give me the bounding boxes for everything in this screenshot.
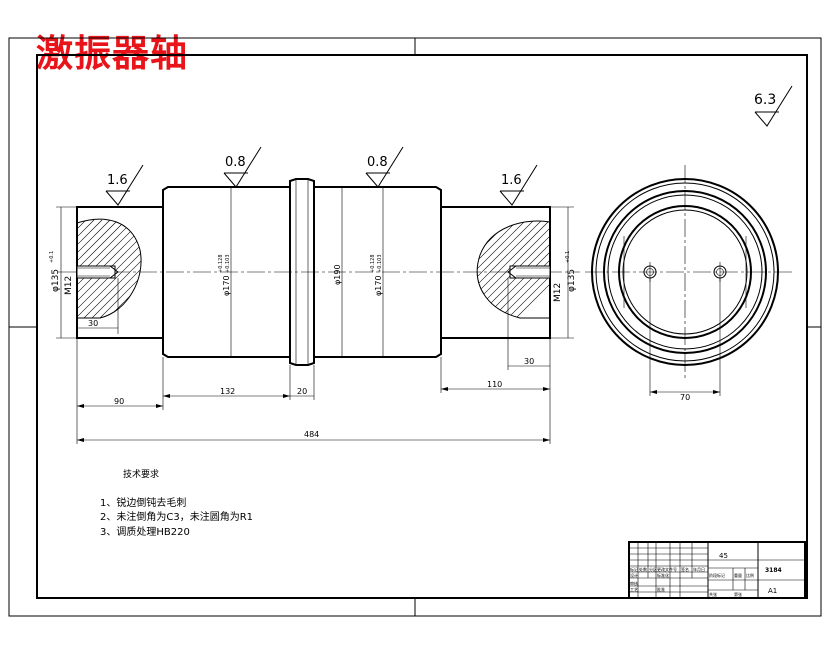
svg-text:0.8: 0.8 (367, 155, 388, 170)
dim-body-left-tol-lower: +0.103 (225, 254, 231, 273)
roughness-right-body: 0.8 (365, 146, 404, 188)
dim-body-right-tol-upper: +0.128 (370, 254, 376, 273)
roughness-overall: 6.3 (754, 85, 793, 127)
svg-text:第张: 第张 (734, 591, 742, 597)
dim-body-right-tol-lower: +0.103 (377, 254, 383, 273)
length-dimensions: 30 30 90 132 20 110 484 (76, 278, 551, 444)
svg-text:1.6: 1.6 (501, 173, 522, 188)
technical-notes: 技术要求 1、锐边倒钝去毛刺 2、未注倒角为C3，未注圆角为R1 3、调质处理H… (100, 468, 253, 538)
dim-total-length: 484 (304, 430, 319, 439)
dim-right-end-length: 110 (487, 380, 502, 389)
roughness-right-end: 1.6 (499, 164, 538, 206)
svg-text:工艺: 工艺 (630, 587, 638, 592)
svg-text:重量: 重量 (734, 572, 742, 578)
notes-heading: 技术要求 (123, 468, 159, 480)
thread-right: M12 (553, 283, 563, 302)
dim-end-left-tol: +0.1 (49, 251, 55, 263)
note-item-1: 1、锐边倒钝去毛刺 (100, 496, 186, 509)
dim-collar-width: 20 (297, 387, 307, 396)
note-item-2: 2、未注倒角为C3，未注圆角为R1 (100, 510, 253, 523)
right-section-hatch (476, 220, 551, 319)
svg-text:批准: 批准 (657, 586, 665, 592)
svg-text:处数: 处数 (639, 566, 647, 572)
dim-end-right: φ135 (567, 269, 577, 292)
title-block: 标记 处数 分区 更改文件号 签名 年月日 设计 标准化 阶段标记 重量 比例 … (628, 541, 806, 599)
roughness-left-end: 1.6 (105, 164, 144, 206)
svg-text:标记: 标记 (630, 566, 638, 572)
svg-text:标准化: 标准化 (657, 572, 669, 578)
svg-text:0.8: 0.8 (225, 155, 246, 170)
dim-body-left-tol-upper: +0.128 (218, 254, 224, 273)
svg-text:设计: 设计 (630, 572, 638, 578)
title-block-sheet-size: A1 (768, 587, 777, 595)
dim-body-length: 132 (220, 387, 235, 396)
thread-left: M12 (64, 276, 74, 295)
svg-text:1.6: 1.6 (107, 173, 128, 188)
title-block-scale-cell: 45 (719, 552, 728, 560)
svg-text:6.3: 6.3 (754, 92, 776, 108)
svg-text:年月日: 年月日 (693, 566, 705, 572)
title-block-drawing-code: 3184 (765, 567, 782, 574)
dim-body-right: φ170 (374, 275, 383, 296)
sheet-frame (8, 37, 822, 617)
svg-text:共张: 共张 (709, 591, 717, 597)
roughness-symbols: 6.3 1.6 0.8 0.8 1.6 (105, 85, 793, 206)
drawing-title: 激振器轴 (36, 31, 188, 75)
diameter-dimensions: φ135 +0.1 M12 φ135 +0.1 M12 φ170 +0.128 … (49, 206, 577, 339)
svg-text:审核: 审核 (630, 580, 638, 586)
note-item-3: 3、调质处理HB220 (100, 526, 190, 538)
svg-text:比例: 比例 (746, 572, 754, 578)
left-section-hatch (76, 218, 142, 319)
svg-text:分区: 分区 (649, 566, 657, 572)
dim-end-right-tol: +0.1 (565, 251, 571, 263)
svg-text:阶段标记: 阶段标记 (709, 572, 725, 578)
dim-right-hole-depth: 30 (524, 357, 534, 366)
roughness-left-body: 0.8 (223, 146, 262, 188)
dim-body-left: φ170 (222, 275, 231, 296)
svg-text:更改文件号: 更改文件号 (657, 566, 677, 572)
dim-left-hole-depth: 30 (88, 319, 98, 328)
dim-left-end-length: 90 (114, 397, 124, 406)
end-view: 70 (585, 165, 792, 402)
dim-collar: φ190 (333, 264, 342, 285)
dim-end-left: φ135 (51, 269, 61, 292)
svg-text:签名: 签名 (681, 566, 689, 572)
dim-hole-spacing: 70 (680, 393, 690, 402)
